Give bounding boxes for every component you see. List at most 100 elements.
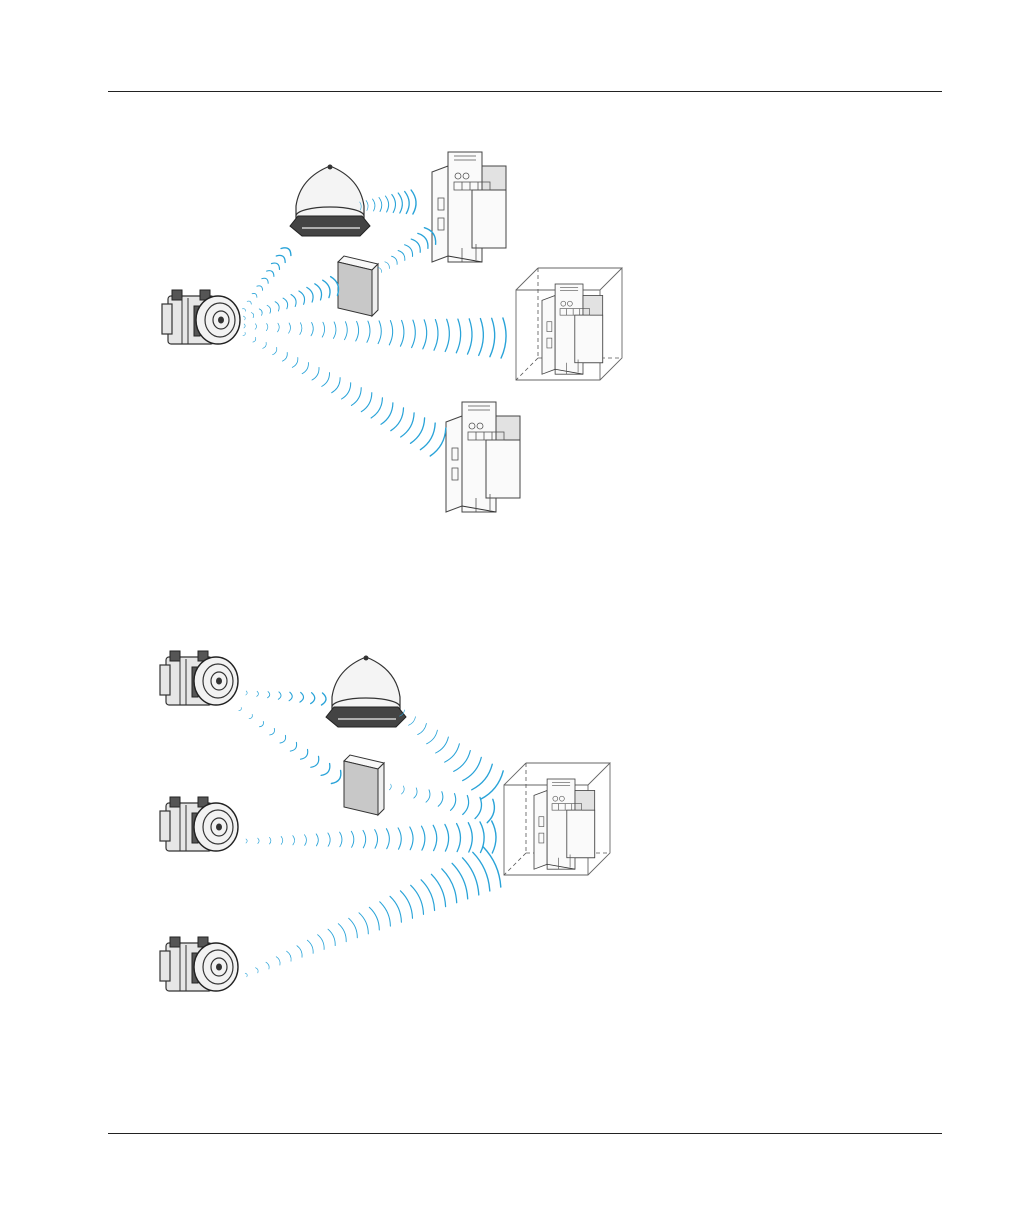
wave-arc <box>259 721 263 726</box>
wave-arc <box>472 764 493 790</box>
wave-arc <box>427 730 438 744</box>
wave-arc <box>289 323 291 333</box>
wave-arc <box>259 309 262 316</box>
pushbutton-transmitter-1 <box>160 651 238 705</box>
enclosure-receiver <box>504 763 610 875</box>
wave-arc <box>400 891 412 919</box>
antenna-repeater <box>326 656 406 728</box>
wave-arc <box>501 318 506 358</box>
wave-arc <box>291 295 296 307</box>
wave-arc <box>251 313 253 318</box>
wave-arc <box>307 940 313 953</box>
wave-arc <box>479 319 484 356</box>
wave-arc <box>262 278 268 283</box>
wave-arc <box>331 771 340 784</box>
wave-arc <box>267 271 274 277</box>
wave-arc <box>356 321 359 341</box>
wave-arc <box>468 319 473 354</box>
wave-arc <box>333 322 336 339</box>
wave-arc <box>323 280 330 297</box>
wave-arc <box>315 284 322 300</box>
wave-arc <box>266 962 269 969</box>
wave-arc <box>456 319 460 353</box>
wave-arc <box>367 321 370 342</box>
wave-arc <box>392 256 398 264</box>
wave-arc <box>445 824 449 851</box>
wave-arc <box>487 799 494 822</box>
wave-arc <box>280 735 286 743</box>
wave-arc <box>299 291 305 304</box>
wave-arc <box>287 951 292 961</box>
wave-arc <box>270 728 275 735</box>
wave-arc <box>492 821 496 853</box>
wave-arc <box>359 913 368 934</box>
wave-arc <box>345 322 348 340</box>
wave-arc <box>263 342 267 348</box>
wave-arc <box>301 749 308 759</box>
wave-arc <box>381 403 393 425</box>
wave-arc <box>378 321 381 344</box>
wave-arc <box>243 316 245 320</box>
wave-arc <box>366 201 368 211</box>
wave-arc <box>457 824 461 852</box>
wave-arc <box>468 823 472 852</box>
wave-arc <box>378 268 381 273</box>
header-rule <box>108 91 942 92</box>
wave-arc <box>272 263 280 269</box>
wave-arc <box>452 863 468 899</box>
wave-arc <box>292 358 298 368</box>
wave-arc <box>451 794 456 811</box>
wave-arc <box>411 239 420 252</box>
wave-arc <box>249 714 252 718</box>
wave-arc <box>412 320 416 348</box>
wave-arc <box>283 298 288 309</box>
relay-receiver-top <box>432 152 506 262</box>
wave-arc <box>278 323 280 332</box>
wave-arc <box>300 323 302 335</box>
wave-arc <box>338 924 346 942</box>
wave-arc <box>267 305 271 313</box>
wave-arc <box>244 324 245 328</box>
relay-receiver-bottom <box>446 402 520 512</box>
wave-arc <box>375 830 378 849</box>
wave-arc <box>246 839 247 843</box>
wave-arc <box>281 836 283 844</box>
pushbutton-transmitter-2 <box>160 797 238 851</box>
wave-arc <box>276 255 285 262</box>
wave-arc <box>445 319 449 351</box>
wave-arc <box>463 796 469 815</box>
wave-arc <box>423 320 427 349</box>
wave-arc <box>242 309 245 312</box>
wave-arc <box>371 398 382 418</box>
wave-arc <box>266 324 268 331</box>
wave-arc <box>293 836 295 845</box>
wave-arc <box>290 742 296 751</box>
wave-arc <box>311 693 315 704</box>
wave-arc <box>430 428 446 456</box>
wave-arc <box>473 852 490 891</box>
wave-arc <box>243 332 245 335</box>
wave-arc <box>256 968 259 973</box>
wave-arc <box>245 973 247 977</box>
wave-arc <box>373 199 375 211</box>
wave-arc <box>463 858 479 895</box>
wave-arc <box>436 737 449 753</box>
wave-arc <box>363 830 366 847</box>
wave-arc <box>275 302 279 311</box>
wave-arc <box>391 408 404 431</box>
wave-arc <box>311 322 313 335</box>
wave-arc <box>392 195 396 213</box>
wave-arc <box>398 828 401 849</box>
pushbutton-transmitter-3 <box>160 937 238 991</box>
wave-arc <box>255 324 256 330</box>
wave-arc <box>302 363 308 374</box>
wave-arc <box>268 692 270 698</box>
wave-arc <box>351 831 354 847</box>
obstacle-panel <box>338 256 378 316</box>
wave-arc <box>328 833 330 846</box>
wave-arc <box>247 301 251 304</box>
figure-one-svg <box>150 140 630 520</box>
wave-arc <box>490 318 495 356</box>
wave-arc <box>276 957 280 965</box>
wave-arc <box>253 337 256 342</box>
